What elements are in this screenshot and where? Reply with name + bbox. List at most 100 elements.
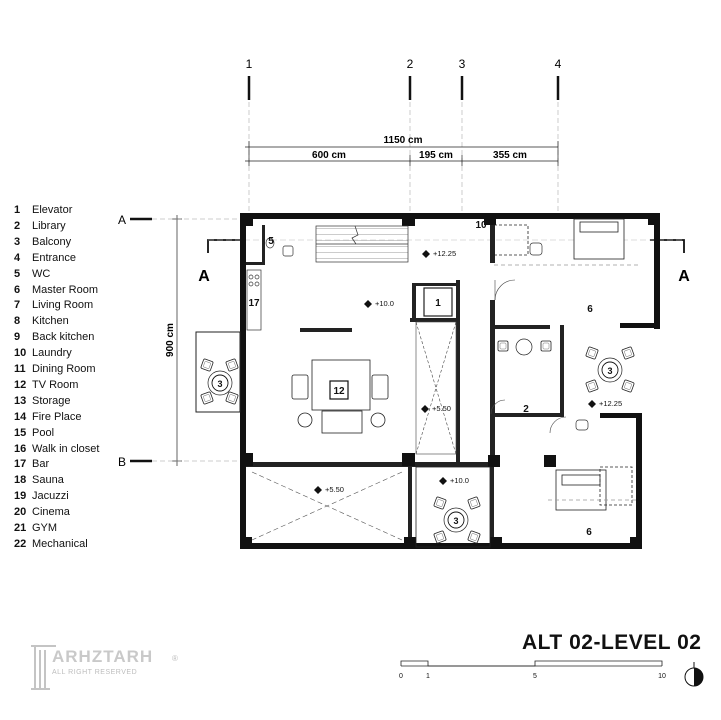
room-tag-balcony-bottom: 3 xyxy=(453,516,458,526)
room-tag-wc: 5 xyxy=(268,236,274,247)
room-tag-master-top: 6 xyxy=(587,304,593,315)
legend-item-label: Sauna xyxy=(32,474,64,487)
dimension-seg3-label: 355 cm xyxy=(493,150,527,161)
legend-item-number: 2 xyxy=(14,219,21,232)
legend-item-label: Entrance xyxy=(32,251,77,264)
logo-name: ARHZTARH xyxy=(52,647,154,666)
elevator-shaft xyxy=(423,287,453,317)
legend-item-number: 19 xyxy=(14,490,27,503)
legend-item-number: 4 xyxy=(14,251,21,264)
legend-item-label: Bar xyxy=(32,458,50,471)
legend-item-number: 20 xyxy=(14,506,27,519)
section-a-top-label: A xyxy=(118,213,126,227)
stair xyxy=(315,225,409,263)
legend-item: 17 Bar xyxy=(14,457,49,471)
logo-registered-mark: ® xyxy=(172,654,178,663)
legend-item-number: 17 xyxy=(14,458,27,471)
legend-item-label: Kitchen xyxy=(32,315,69,328)
legend-item: 6 Master Room xyxy=(14,283,98,297)
grid-axis-4-label: 4 xyxy=(555,57,562,71)
legend-item: 15 Pool xyxy=(14,426,54,440)
room-tag-master-bottom: 6 xyxy=(586,527,592,538)
exterior-walls xyxy=(240,213,660,549)
legend-item-number: 16 xyxy=(14,442,27,455)
legend-item-label: Living Room xyxy=(32,299,94,312)
legend-item-number: 21 xyxy=(14,522,27,534)
legend-item: 5 WC xyxy=(14,267,50,281)
legend-item-number: 15 xyxy=(14,426,27,439)
legend-item-number: 5 xyxy=(14,267,21,280)
legend-item: 1 Elevator xyxy=(14,203,72,217)
void-area xyxy=(415,321,457,455)
section-b-label: B xyxy=(118,455,126,469)
legend-item-label: Pool xyxy=(32,426,55,439)
legend-item-label: Master Room xyxy=(32,283,99,296)
interior-walls xyxy=(246,213,564,549)
scale-bar-label-10: 10 xyxy=(658,673,666,680)
legend-item-label: Back kitchen xyxy=(32,331,95,344)
legend-item: 9 Back kitchen xyxy=(14,330,94,344)
legend-item-label: GYM xyxy=(32,522,58,534)
room-tag-tv-room: 12 xyxy=(333,386,345,397)
legend-item-number: 9 xyxy=(14,331,21,344)
legend-item-number: 8 xyxy=(14,315,21,328)
legend-item: 21 GYM xyxy=(14,521,57,535)
legend-item-label: Storage xyxy=(32,394,71,407)
scale-bar-label-5: 5 xyxy=(533,673,537,680)
legend-item-label: Walk in closet xyxy=(32,442,100,455)
legend-item: 22 Mechanical xyxy=(14,537,88,551)
logo-subtitle: ALL RIGHT RESERVED xyxy=(52,669,138,676)
legend-item-label: Laundry xyxy=(32,347,72,360)
legend-item-number: 13 xyxy=(14,394,27,407)
grid-axis-2-label: 2 xyxy=(407,57,414,71)
room-tag-mechanical: 10 xyxy=(475,220,487,231)
level-stair-label: +12.25 xyxy=(433,249,456,258)
legend-item-number: 14 xyxy=(14,410,27,423)
entrance-void xyxy=(251,471,403,541)
legend-item-label: WC xyxy=(32,267,51,280)
legend-item-number: 10 xyxy=(14,347,27,360)
legend-item-label: Mechanical xyxy=(32,537,88,550)
level-marker-icons xyxy=(314,250,596,494)
logo-mark-icon xyxy=(31,645,56,690)
dimension-lines xyxy=(172,141,559,466)
dimension-total-label: 1150 cm xyxy=(384,135,423,146)
legend-item-number: 1 xyxy=(14,204,21,216)
dimension-seg1-label: 600 cm xyxy=(312,150,346,161)
door-swings xyxy=(490,279,567,434)
legend-item-number: 6 xyxy=(14,283,21,296)
level-balcony-right-label: +12.25 xyxy=(599,399,622,408)
legend-item-label: Elevator xyxy=(32,204,73,216)
room-tag-balcony-left: 3 xyxy=(217,379,222,389)
section-a-left-label: A xyxy=(198,268,210,285)
grid-axis-1-label: 1 xyxy=(246,57,253,71)
scale-bar-label-0: 0 xyxy=(399,673,403,680)
columns xyxy=(240,213,660,549)
level-balcony-bottom-label: +10.0 xyxy=(450,476,469,485)
legend-item: 4 Entrance xyxy=(14,251,76,265)
legend-item: 20 Cinema xyxy=(14,505,70,519)
legend-item: 13 Storage xyxy=(14,394,71,408)
entrance-seating xyxy=(497,338,552,356)
legend-item-label: Fire Place xyxy=(32,410,82,423)
legend-item-label: TV Room xyxy=(32,378,79,391)
master-room-top xyxy=(493,218,640,266)
legend-item-label: Dining Room xyxy=(32,363,96,375)
legend-item-label: Balcony xyxy=(32,235,72,248)
north-arrow-icon xyxy=(684,662,704,687)
legend-item: 8 Kitchen xyxy=(14,314,69,328)
legend-item-label: Cinema xyxy=(32,506,70,519)
legend-item-number: 22 xyxy=(14,537,27,550)
level-void-label: +5.50 xyxy=(432,404,451,413)
legend-item-label: Library xyxy=(32,219,66,232)
dimension-height-label: 900 cm xyxy=(165,323,176,357)
room-tag-entrance: 2 xyxy=(523,404,529,415)
legend-item-label: Jacuzzi xyxy=(32,490,69,503)
legend-item: 19 Jacuzzi xyxy=(14,489,69,503)
scale-bar-label-1: 1 xyxy=(426,673,430,680)
